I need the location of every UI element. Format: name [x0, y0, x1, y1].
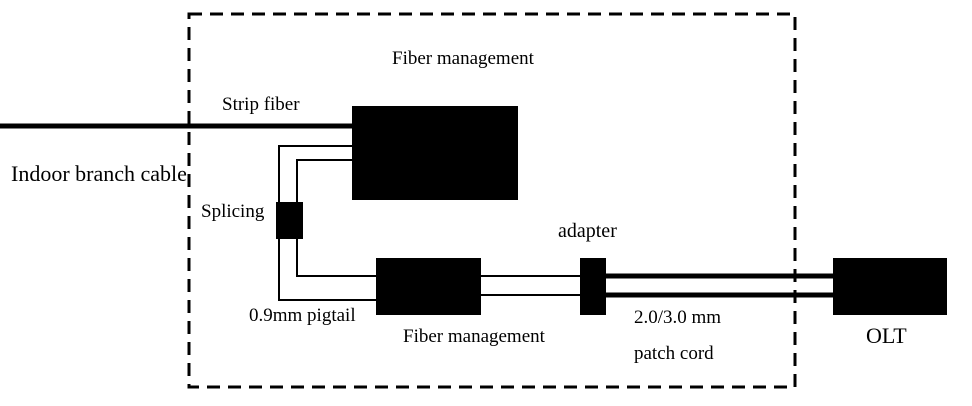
patch-cord-label: patch cord — [634, 343, 714, 364]
pigtail-label: 0.9mm pigtail — [249, 305, 356, 326]
splicing-label: Splicing — [201, 201, 265, 222]
indoor-branch-cable-label: Indoor branch cable — [11, 161, 187, 186]
fiber-management-top-label: Fiber management — [392, 48, 534, 69]
patch-cord-size-label: 2.0/3.0 mm — [634, 307, 722, 328]
fiber-management-bottom-label: Fiber management — [403, 326, 545, 347]
splice-block — [276, 202, 303, 239]
enclosure-boundary — [187, 12, 797, 389]
adapter-block — [580, 258, 606, 315]
strip-fiber-label: Strip fiber — [222, 94, 300, 115]
fiber-management-block-bottom — [376, 258, 481, 315]
olt-block — [833, 258, 947, 315]
olt-label: OLT — [866, 323, 907, 348]
fiber-management-block-top — [352, 106, 518, 200]
adapter-label: adapter — [558, 220, 617, 242]
